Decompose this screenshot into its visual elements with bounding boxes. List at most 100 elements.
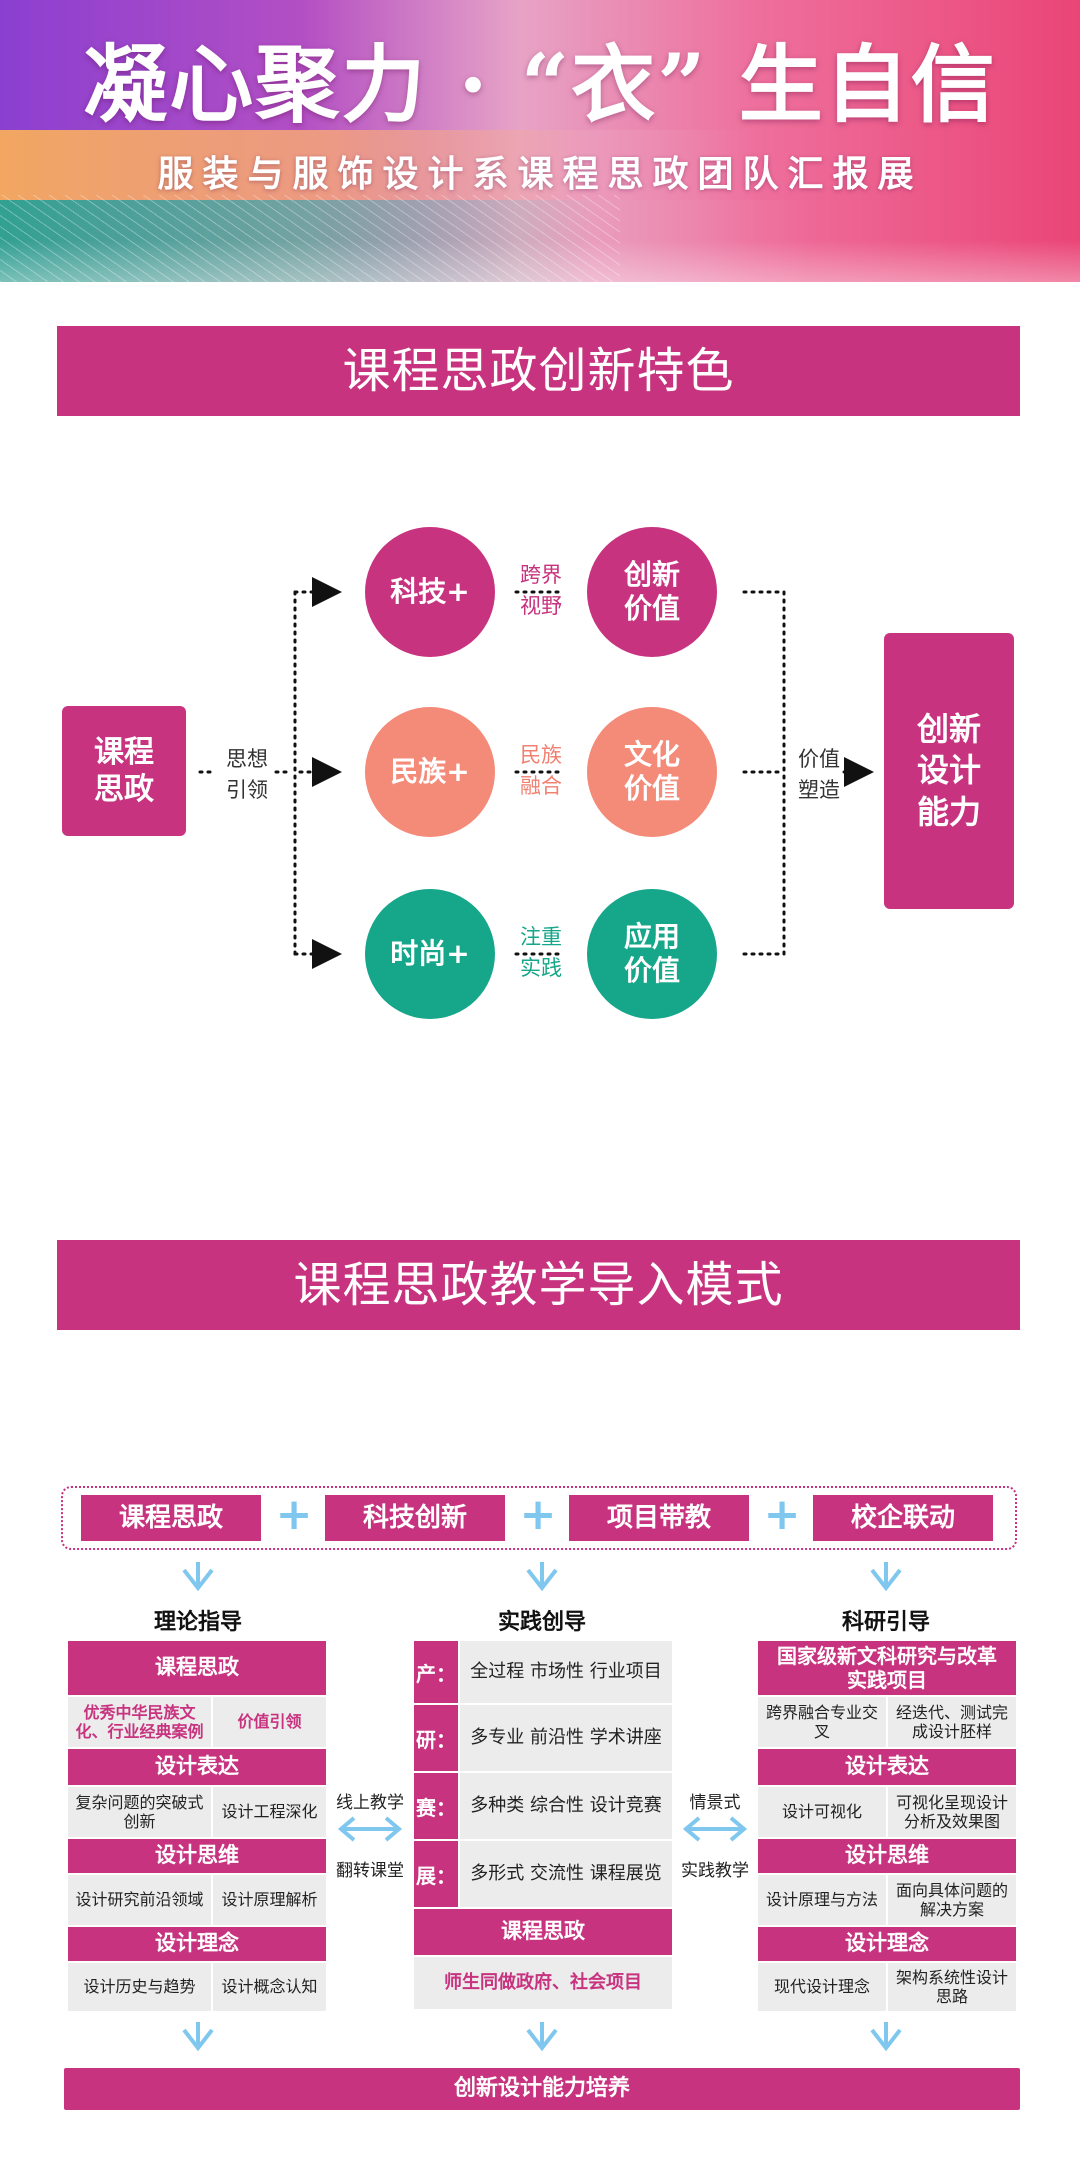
header-orange-band [0, 130, 1080, 200]
source-label: 思想 引领 [218, 744, 276, 806]
label-crossborder: 跨界 视野 [510, 560, 572, 622]
label-crossborder-1: 跨界 [520, 563, 562, 587]
target-label: 价值 塑造 [790, 744, 848, 806]
link-right-top: 情景式 [689, 1793, 741, 1813]
circle-culture-value-2: 价值 [623, 772, 680, 805]
right-h4: 设计理念 [758, 1927, 1016, 1961]
source-line1: 课程 [94, 734, 154, 770]
left-r4b: 设计概念认知 [213, 1963, 326, 2011]
target-line1: 创新 [916, 709, 981, 748]
mid-c2: 多专业 前沿性 学术讲座 [460, 1705, 672, 1771]
top-box-project-teaching: 项目带教 [569, 1495, 749, 1541]
top-box-course-ideology: 课程思政 [81, 1495, 261, 1541]
left-r2b: 设计工程深化 [213, 1787, 326, 1837]
right-r4b: 架构系统性设计思路 [888, 1963, 1016, 2011]
circle-innovation-value-2: 价值 [623, 592, 680, 625]
mid-h: 课程思政 [414, 1909, 672, 1955]
left-r4a: 设计历史与趋势 [68, 1963, 211, 2011]
down-arrow-icon [526, 1562, 558, 1592]
mid-v2: 研： [414, 1705, 458, 1771]
source-label-line2: 引领 [226, 778, 268, 802]
left-h2: 设计表达 [68, 1749, 326, 1785]
left-h3: 设计思维 [68, 1839, 326, 1873]
target-label-line1: 价值 [798, 747, 840, 771]
left-r1b: 价值引领 [213, 1697, 326, 1747]
header-banner: 凝心聚力 · “衣” 生自信 服装与服饰设计系课程思政团队汇报展 [0, 0, 1080, 282]
right-r3b: 面向具体问题的解决方案 [888, 1875, 1016, 1925]
target-label-line2: 塑造 [798, 778, 840, 802]
header-teal-band [0, 200, 1080, 282]
label-ethnic-fusion-2: 融合 [520, 774, 562, 798]
circle-culture-value-1: 文化 [623, 738, 680, 772]
top-box-tech-innovation: 科技创新 [325, 1495, 505, 1541]
mid-v3: 赛： [414, 1773, 458, 1839]
left-h1: 课程思政 [68, 1641, 326, 1695]
circle-innovation-value: 创新 价值 [587, 527, 717, 657]
label-ethnic-fusion: 民族 融合 [510, 740, 572, 802]
mid-c4: 多形式 交流性 课程展览 [460, 1841, 672, 1907]
section1-connectors [198, 577, 874, 969]
mid-v1: 产： [414, 1641, 458, 1703]
plus-icon: + [763, 1489, 801, 1540]
down-arrow-icon [870, 2022, 902, 2052]
circle-application-value: 应用 价值 [587, 889, 717, 1019]
mid-v4: 展： [414, 1841, 458, 1907]
circle-fashion: 时尚+ [365, 889, 495, 1019]
header-texture [0, 195, 620, 282]
double-arrow-icon [682, 1816, 748, 1842]
col-title-research: 科研引导 [841, 1610, 930, 1635]
left-r1a: 优秀中华民族文化、行业经典案例 [68, 1697, 211, 1747]
left-r2a: 复杂问题的突破式创新 [68, 1787, 211, 1837]
target-box-innovation-ability: 创新 设计 能力 [884, 633, 1014, 909]
header-fade [0, 240, 1080, 282]
down-arrow-icon [182, 2022, 214, 2052]
label-practice: 注重 实践 [510, 922, 572, 984]
right-r3a: 设计原理与方法 [758, 1875, 886, 1925]
bottom-outcome-bar: 创新设计能力培养 [64, 2068, 1020, 2110]
circle-application-value-2: 价值 [623, 954, 680, 987]
top-dotted-frame [61, 1486, 1017, 1550]
down-arrow-icon [182, 1562, 214, 1592]
right-h3: 设计思维 [758, 1839, 1016, 1873]
right-h2: 设计表达 [758, 1749, 1016, 1785]
link-right-bottom: 实践教学 [681, 1861, 749, 1881]
top-box-school-enterprise: 校企联动 [813, 1495, 993, 1541]
mid-c1: 全过程 市场性 行业项目 [460, 1641, 672, 1703]
section1-banner: 课程思政创新特色 [57, 326, 1020, 416]
target-line2: 设计 [916, 751, 981, 790]
plus-icon: + [519, 1489, 557, 1540]
label-practice-1: 注重 [520, 925, 562, 949]
double-arrow-icon [337, 1816, 403, 1842]
mid-c3: 多种类 综合性 设计竞赛 [460, 1773, 672, 1839]
source-box-course-ideology: 课程 思政 [62, 706, 186, 836]
down-arrow-icon [526, 2022, 558, 2052]
source-line2: 思政 [94, 772, 154, 807]
left-r3b: 设计原理解析 [213, 1875, 326, 1925]
right-r2a: 设计可视化 [758, 1787, 886, 1837]
down-arrow-icon [870, 1562, 902, 1592]
label-practice-2: 实践 [520, 956, 562, 980]
right-r2b: 可视化呈现设计分析及效果图 [888, 1787, 1016, 1837]
page-title: 凝心聚力 · “衣” 生自信 [83, 35, 997, 134]
plus-icon: + [275, 1489, 313, 1540]
col-title-practice: 实践创导 [497, 1610, 586, 1635]
right-h1: 国家级新文科研究与改革实践项目 [758, 1641, 1016, 1695]
target-line3: 能力 [916, 792, 981, 831]
source-label-line1: 思想 [226, 747, 268, 771]
page-subtitle: 服装与服饰设计系课程思政团队汇报展 [157, 153, 923, 195]
circle-culture-value: 文化 价值 [587, 707, 717, 837]
circle-ethnic: 民族+ [365, 707, 495, 837]
mid-hc: 师生同做政府、社会项目 [414, 1957, 672, 2009]
circle-innovation-value-1: 创新 [623, 558, 680, 592]
right-r1b: 经迭代、测试完成设计胚样 [888, 1697, 1016, 1747]
right-r4a: 现代设计理念 [758, 1963, 886, 2011]
circle-tech: 科技+ [365, 527, 495, 657]
link-left-top: 线上教学 [336, 1793, 404, 1813]
circle-application-value-1: 应用 [623, 920, 680, 954]
label-ethnic-fusion-1: 民族 [520, 743, 562, 767]
right-r1a: 跨界融合专业交叉 [758, 1697, 886, 1747]
col-title-theory: 理论指导 [153, 1610, 242, 1635]
label-crossborder-2: 视野 [520, 594, 562, 618]
left-r3a: 设计研究前沿领域 [68, 1875, 211, 1925]
link-left-bottom: 翻转课堂 [336, 1861, 404, 1881]
